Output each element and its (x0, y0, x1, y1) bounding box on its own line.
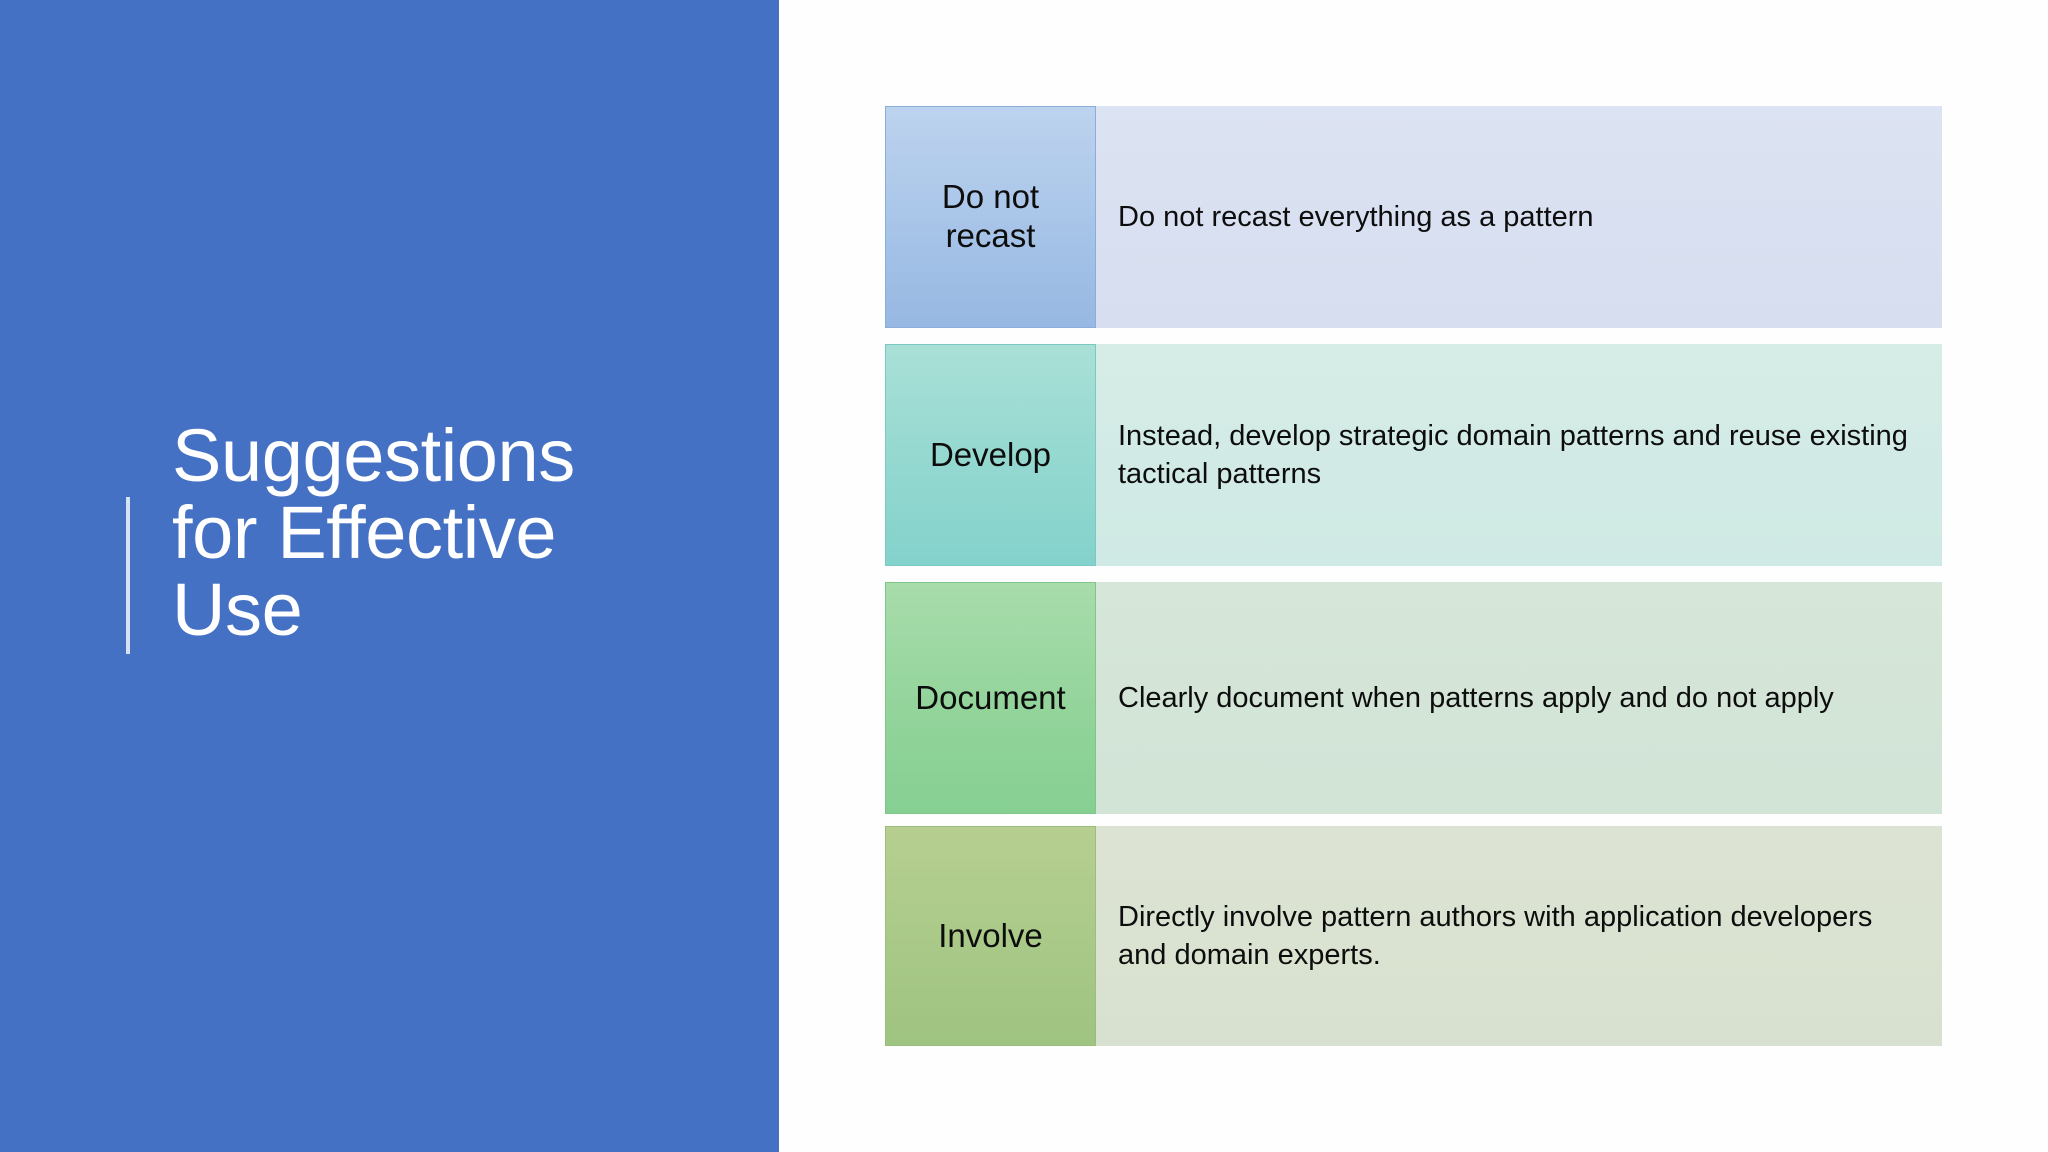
page-title: Suggestions for Effective Use (172, 414, 692, 651)
suggestion-label-box-2: Develop (885, 344, 1096, 566)
suggestion-label-2: Develop (929, 435, 1052, 473)
suggestion-body-box-3: Clearly document when patterns apply and… (1096, 582, 1942, 814)
suggestion-body-box-1: Do not recast everything as a pattern (1096, 106, 1942, 328)
suggestion-label-box-3: Document (885, 582, 1096, 814)
title-line-1: Suggestions (172, 414, 575, 497)
suggestion-label-1: Do not recast (941, 178, 1040, 254)
title-line-3: Use (172, 567, 303, 651)
suggestion-body-4: Directly involve pattern authors with ap… (1118, 900, 1873, 971)
suggestion-row-involve: Involve Directly involve pattern authors… (885, 826, 1942, 1046)
suggestion-body-box-2: Instead, develop strategic domain patter… (1096, 344, 1942, 566)
suggestion-label-box-4: Involve (885, 826, 1096, 1046)
suggestion-body-2: Instead, develop strategic domain patter… (1118, 419, 1908, 490)
suggestion-row-develop: Develop Instead, develop strategic domai… (885, 344, 1942, 566)
suggestion-row-document: Document Clearly document when patterns … (885, 582, 1942, 814)
suggestion-row-do-not-recast: Do not recast Do not recast everything a… (885, 106, 1942, 328)
suggestion-label-4: Involve (938, 916, 1043, 954)
content-area: Do not recast Do not recast everything a… (779, 0, 2048, 1152)
title-accent-rule (126, 497, 130, 654)
title-panel: Suggestions for Effective Use (0, 0, 779, 1152)
suggestion-label-3: Document (915, 678, 1066, 716)
suggestion-body-box-4: Directly involve pattern authors with ap… (1096, 826, 1942, 1046)
suggestion-body-3: Clearly document when patterns apply and… (1118, 681, 1834, 714)
suggestion-label-box-1: Do not recast (885, 106, 1096, 328)
suggestion-body-1: Do not recast everything as a pattern (1118, 200, 1594, 233)
title-line-2: for Effective (172, 490, 557, 574)
